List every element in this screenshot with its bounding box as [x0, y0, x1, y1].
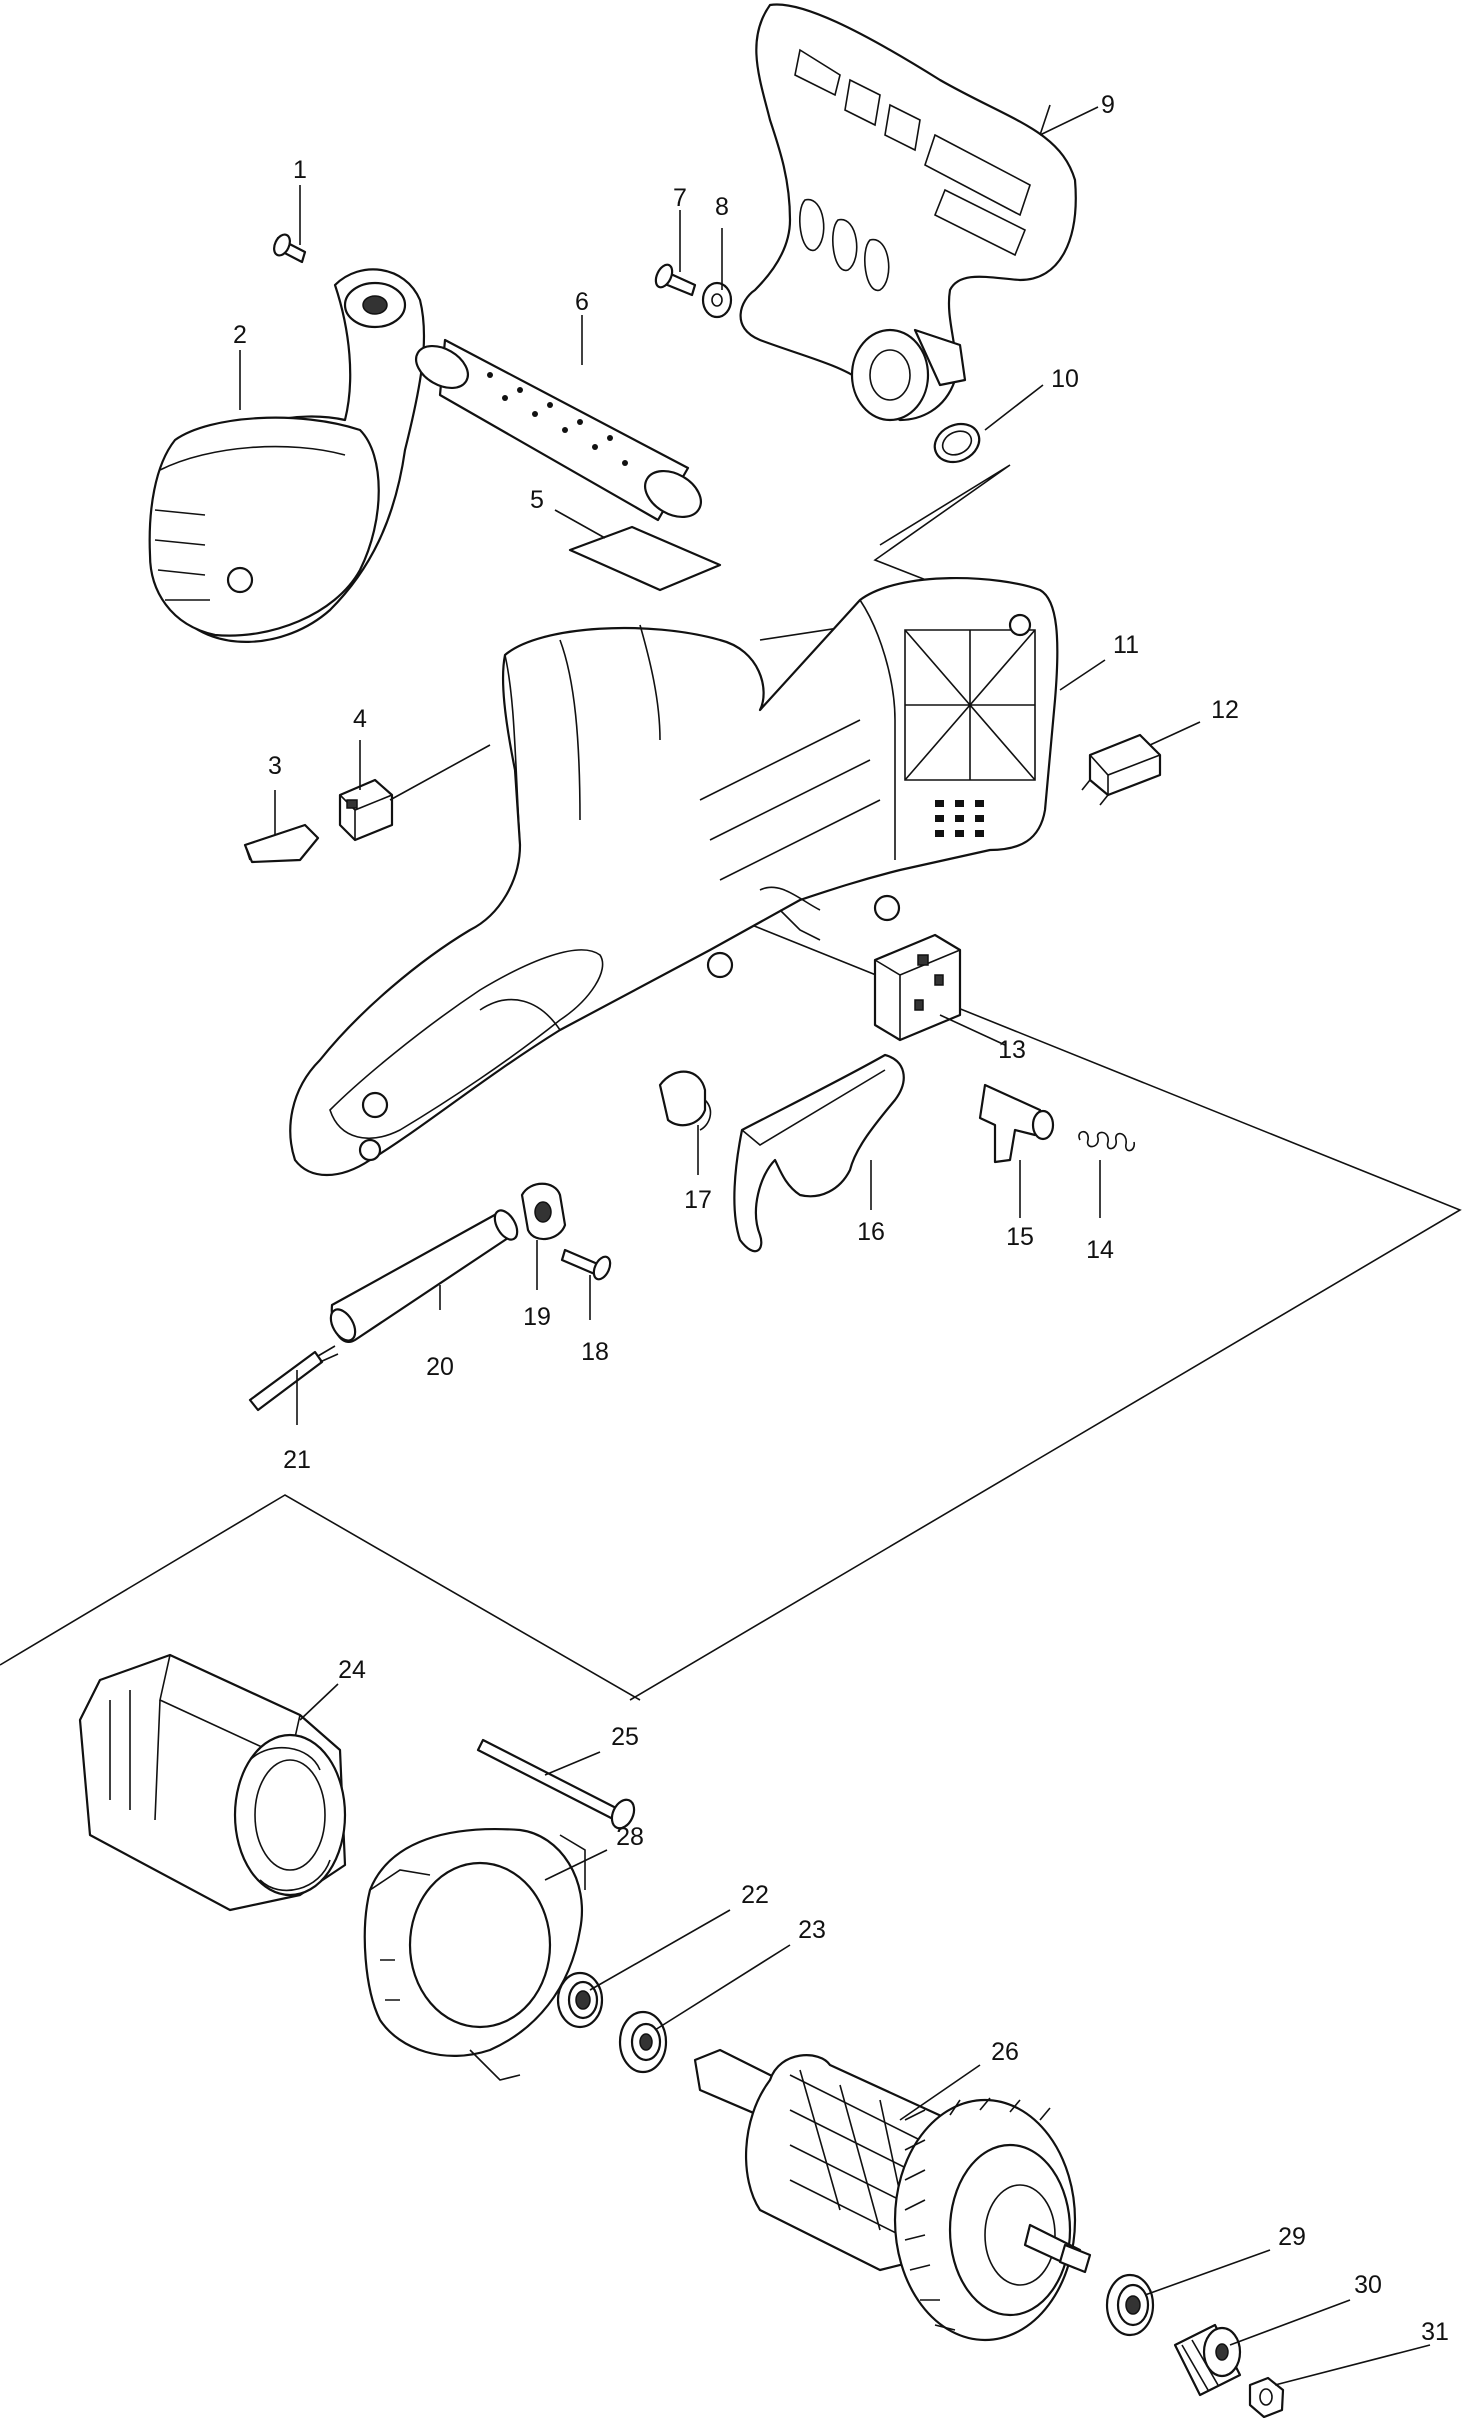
part-motor-housing	[289, 577, 1059, 1177]
part-spur-gear	[1173, 2323, 1242, 2397]
callout-1: 1	[293, 156, 307, 184]
part-compression-spring	[1078, 1130, 1135, 1152]
part-switch-lever	[243, 823, 320, 864]
part-noise-suppressor	[658, 1070, 712, 1131]
callout-22: 22	[741, 1881, 769, 1909]
callout-30: 30	[1354, 2271, 1382, 2299]
callout-29: 29	[1278, 2223, 1306, 2251]
part-switch-trigger	[733, 1053, 905, 1253]
callout-6: 6	[575, 288, 589, 316]
part-screw-18	[560, 1248, 612, 1281]
part-flat-washer	[701, 281, 733, 319]
leader-lines	[239, 104, 1431, 2386]
callout-19: 19	[523, 1303, 551, 1331]
part-strain-relief	[520, 1182, 567, 1241]
part-baffle-plate	[363, 1828, 586, 2081]
part-rear-grip-sleeve	[415, 338, 702, 522]
part-ball-bearing-29	[1105, 2273, 1155, 2337]
part-long-bolt	[476, 1738, 636, 1830]
part-field	[78, 1653, 347, 1912]
part-ball-bearing-22	[556, 1971, 604, 2029]
part-screw-1	[273, 233, 307, 264]
callout-10: 10	[1051, 365, 1079, 393]
part-retaining-ring	[933, 422, 981, 464]
callout-2: 2	[233, 321, 247, 349]
part-insulation-washer	[618, 2010, 668, 2074]
part-cord	[248, 1345, 339, 1412]
callout-9: 9	[1101, 91, 1115, 119]
part-switch	[873, 933, 962, 1042]
callout-23: 23	[798, 1916, 826, 1944]
callout-24: 24	[338, 1656, 366, 1684]
callout-25: 25	[611, 1723, 639, 1751]
callout-18: 18	[581, 1338, 609, 1366]
callout-16: 16	[857, 1218, 885, 1246]
callout-13: 13	[998, 1036, 1026, 1064]
part-cord-guard	[329, 1209, 519, 1343]
part-lock-block	[338, 778, 394, 842]
callout-labels: 1 2 3 4 5 6 7 8 9 10 11 12 13 14 15 16 1…	[233, 91, 1449, 2346]
callout-3: 3	[268, 752, 282, 780]
callout-5: 5	[530, 486, 544, 514]
part-micro-switch	[1081, 733, 1162, 806]
part-screw-7	[654, 263, 697, 297]
part-front-handle	[739, 3, 1077, 422]
callout-31: 31	[1421, 2318, 1449, 2346]
part-armature	[693, 2048, 1092, 2342]
callout-11: 11	[1113, 631, 1139, 659]
callout-28: 28	[616, 1823, 644, 1851]
callout-7: 7	[673, 184, 687, 212]
callout-8: 8	[715, 193, 729, 221]
callout-26: 26	[991, 2038, 1019, 2066]
callout-21: 21	[283, 1446, 311, 1474]
callout-15: 15	[1006, 1223, 1034, 1251]
callout-14: 14	[1086, 1236, 1114, 1264]
part-name-plate	[568, 525, 722, 592]
callout-17: 17	[684, 1186, 712, 1214]
callout-4: 4	[353, 705, 367, 733]
callout-12: 12	[1211, 696, 1239, 724]
part-hex-nut	[1248, 2376, 1285, 2418]
part-front-hand-guard	[148, 268, 426, 643]
callout-20: 20	[426, 1353, 454, 1381]
part-lock-off-button	[978, 1083, 1055, 1164]
